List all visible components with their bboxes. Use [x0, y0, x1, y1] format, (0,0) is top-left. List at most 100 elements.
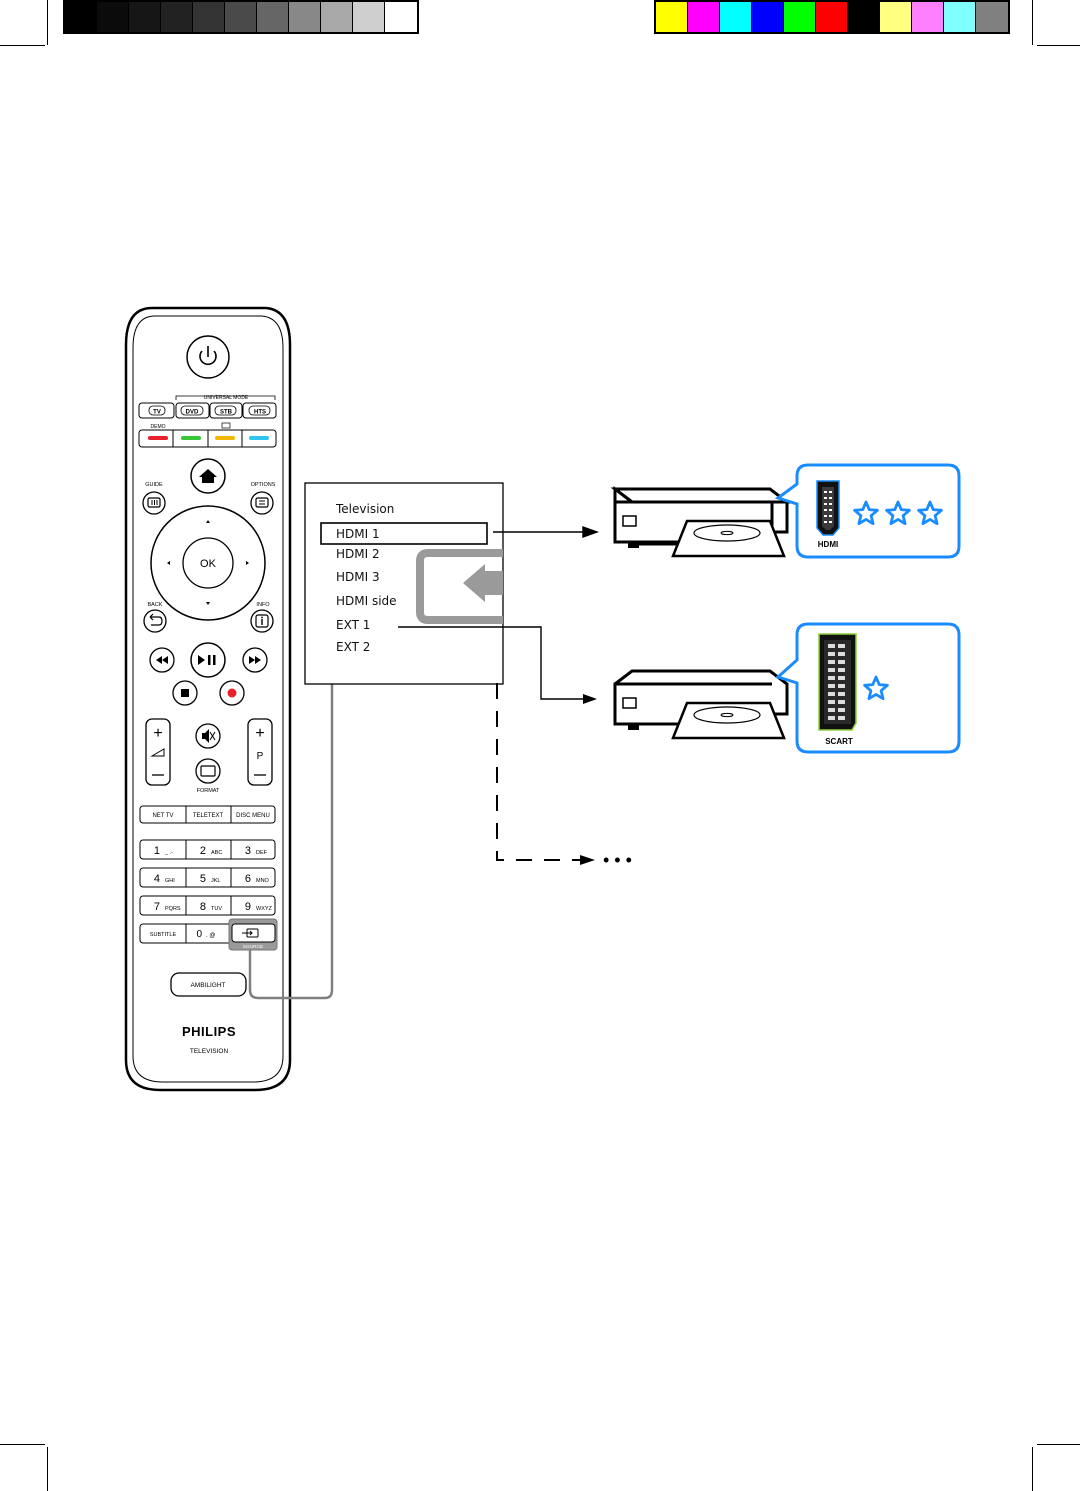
crop-mark	[0, 45, 45, 46]
keypad-letters-8: TUV	[211, 906, 222, 912]
gray-calibration-strip	[63, 0, 419, 34]
mode-button-hts	[242, 402, 277, 419]
format-label: FORMAT	[197, 788, 220, 794]
mute-icon	[202, 729, 209, 743]
scart-label: SCART	[825, 737, 853, 746]
menu-item-ext-1[interactable]: EXT 1	[336, 618, 371, 632]
calibration-swatch	[161, 2, 193, 32]
crop-mark	[47, 0, 48, 45]
program-rocker	[247, 718, 273, 786]
arrow-down-icon	[206, 602, 210, 605]
fast-forward-icon	[249, 656, 261, 664]
scart-pin	[838, 676, 845, 680]
calibration-swatch	[880, 2, 912, 32]
calibration-swatch	[784, 2, 816, 32]
calibration-swatch	[688, 2, 720, 32]
scart-pin	[838, 668, 845, 672]
scart-pin	[838, 700, 845, 704]
menu-item-hdmi-1[interactable]: HDMI 1	[336, 527, 380, 541]
scart-pin	[838, 644, 845, 648]
menu-item-ext-2[interactable]: EXT 2	[336, 640, 371, 654]
source-label: SOURCE	[243, 944, 264, 950]
scart-pin	[828, 692, 835, 696]
scart-pin	[838, 716, 845, 720]
red-key	[148, 436, 168, 440]
keypad-letters-1: _ .-	[164, 850, 173, 856]
back-button	[143, 609, 167, 633]
arrow-up-icon	[206, 520, 210, 523]
color-calibration-strip	[654, 0, 1010, 34]
ambilight-button	[170, 972, 247, 997]
scart-pin	[828, 708, 835, 712]
arrow-left-icon	[167, 561, 170, 565]
keypad-key-8[interactable]: 8	[200, 901, 206, 913]
menu-item-television[interactable]: Television	[336, 502, 395, 516]
star-icon	[917, 500, 943, 526]
keypad-key-1[interactable]: 1	[154, 845, 160, 857]
play-pause-icon	[198, 655, 205, 665]
scart-pin	[828, 652, 835, 656]
menu-item-hdmi-2[interactable]: HDMI 2	[336, 547, 380, 561]
scart-pin	[838, 692, 845, 696]
mode-pill-dvd	[180, 405, 204, 416]
keypad-key-3[interactable]: 3	[245, 845, 251, 857]
scart-connector-icon	[818, 633, 857, 731]
blue-key	[249, 436, 269, 440]
program-up-icon: +	[255, 725, 264, 742]
record-icon	[227, 688, 237, 698]
more-arrow	[496, 683, 582, 861]
crop-mark	[1037, 1444, 1080, 1445]
scart-pin	[828, 716, 835, 720]
mode-button-tv	[138, 402, 175, 419]
format-icon	[200, 765, 216, 777]
menu-item-hdmi-3[interactable]: HDMI 3	[336, 570, 380, 584]
back-label: BACK	[148, 602, 163, 608]
keypad-row	[139, 839, 276, 860]
star-icon	[853, 500, 879, 526]
keypad-key-9[interactable]: 9	[245, 901, 251, 913]
keypad-letters-5: JKL	[211, 878, 220, 884]
calibration-swatch	[944, 2, 976, 32]
scart-arrow	[398, 626, 583, 700]
blu-ray-player-2	[613, 669, 789, 740]
options-label: OPTIONS	[251, 482, 276, 488]
program-label: P	[257, 751, 264, 762]
demo-label: DEMO	[151, 424, 166, 430]
keypad-key-4[interactable]: 4	[154, 873, 160, 885]
menu-item-hdmi-side[interactable]: HDMI side	[336, 594, 397, 608]
menu-selection-box	[320, 522, 488, 545]
keypad-key-2[interactable]: 2	[200, 845, 206, 857]
keypad-key-6[interactable]: 6	[245, 873, 251, 885]
rewind-icon	[156, 656, 168, 664]
calibration-swatch	[129, 2, 161, 32]
scart-pin	[828, 700, 835, 704]
more-indicator: • • •	[603, 850, 632, 870]
calibration-swatch	[976, 2, 1008, 32]
options-button	[250, 491, 274, 515]
arrow-right-icon	[246, 561, 249, 565]
keypad-key-5[interactable]: 5	[200, 873, 206, 885]
calibration-swatch	[193, 2, 225, 32]
options-icon	[255, 497, 269, 508]
crop-mark	[1037, 45, 1080, 46]
calibration-swatch	[65, 2, 97, 32]
keypad-key-7[interactable]: 7	[154, 901, 160, 913]
disc-menu-button: DISC MENU	[236, 813, 270, 819]
crop-mark	[1032, 0, 1033, 45]
teletext-button: TELETEXT	[193, 813, 224, 819]
calibration-swatch	[752, 2, 784, 32]
crop-mark	[0, 1444, 45, 1445]
home-icon	[199, 469, 217, 483]
hdmi-label: HDMI	[818, 540, 838, 549]
hdmi-quality-stars	[853, 500, 943, 526]
keypad-letters-9: WXYZ	[256, 906, 273, 912]
calibration-swatch	[257, 2, 289, 32]
source-to-menu-line	[248, 684, 334, 1000]
mode-label-dvd: DVD	[186, 410, 199, 416]
calibration-swatch	[321, 2, 353, 32]
blu-ray-player-1	[610, 485, 792, 558]
universal-mode-bracket	[175, 395, 276, 400]
star-icon	[885, 500, 911, 526]
ok-label: OK	[200, 558, 217, 570]
